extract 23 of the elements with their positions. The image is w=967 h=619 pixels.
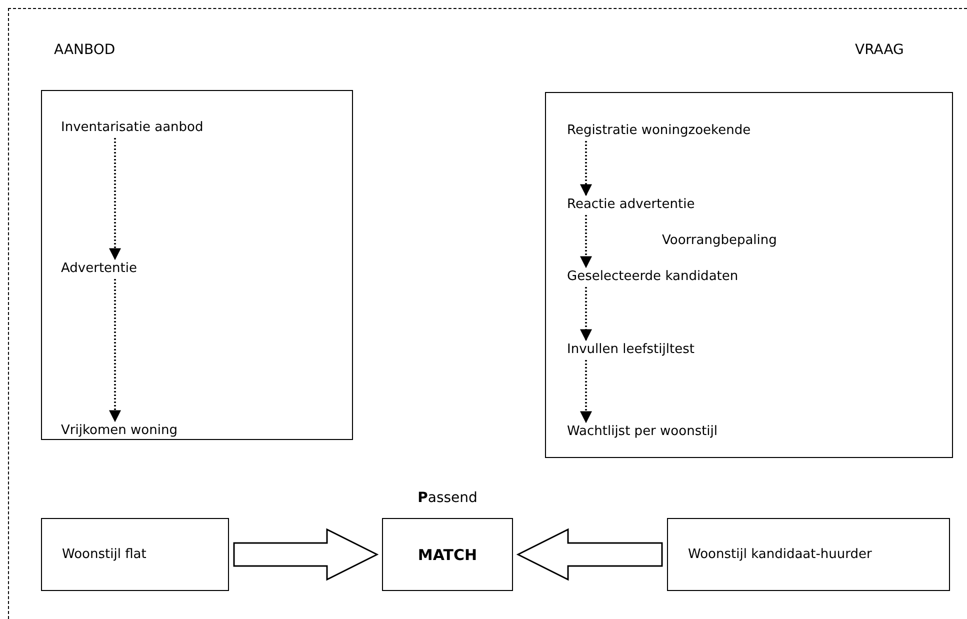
section-heading: Passend <box>416 490 478 506</box>
block-arrow <box>516 528 663 581</box>
step-text: Invullen leefstijltest <box>567 340 867 360</box>
step-text: Wachtlijst per woonstijl <box>567 422 867 442</box>
arrow <box>580 360 592 424</box>
box-label: Woonstijl flat <box>62 547 146 562</box>
step-text: Inventarisatie aanbod <box>61 118 321 138</box>
arrow <box>109 279 121 422</box>
section-heading: VRAAG <box>855 42 904 58</box>
step-text: Reactie advertentie <box>567 195 867 215</box>
block-arrow <box>233 528 379 581</box>
arrow <box>580 141 592 196</box>
step-text: Geselecteerde kandidaten <box>567 267 867 287</box>
arrow <box>580 215 592 268</box>
note-text: Voorrangbepaling <box>662 233 777 248</box>
arrow <box>580 287 592 342</box>
box-label: Woonstijl kandidaat-huurder <box>688 547 872 562</box>
step-text: Advertentie <box>61 259 321 279</box>
arrow <box>109 138 121 260</box>
step-text: Vrijkomen woning <box>61 421 321 441</box>
box-label: MATCH <box>418 546 478 564</box>
section-heading: AANBOD <box>54 42 116 58</box>
step-text: Registratie woningzoekende <box>567 121 867 141</box>
